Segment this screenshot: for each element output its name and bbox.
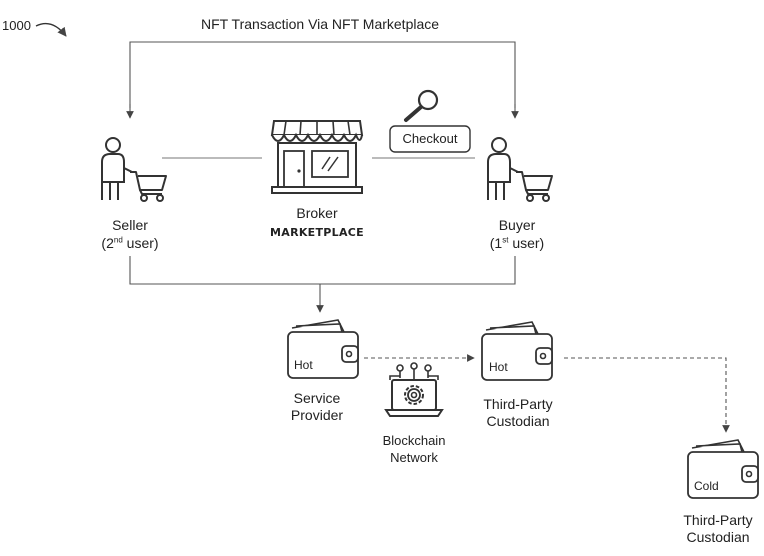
diagram-title: NFT Transaction Via NFT Marketplace: [200, 16, 440, 32]
storefront-icon: [270, 120, 364, 194]
checkout-button: [389, 125, 471, 153]
checkout-label: Checkout: [402, 131, 458, 146]
buyer-person-cart-icon: [487, 137, 553, 202]
seller-label: Seller: [112, 217, 148, 233]
custodian-cold-name-line2: Custodian: [686, 529, 750, 545]
broker-label: Broker: [296, 205, 338, 221]
laptop-gear-icon: [384, 362, 444, 417]
figure-number-arrow: [35, 22, 67, 37]
service-provider-name-line1: Service: [293, 390, 341, 406]
marketplace-label: MARKETPLACE: [270, 226, 364, 239]
figure-number: 1000: [2, 18, 31, 33]
custodian-cold-wallet-label: Cold: [694, 479, 719, 493]
custodian-hot-name-line2: Custodian: [486, 413, 550, 429]
buyer-role: (1st user): [489, 235, 545, 251]
blockchain-name-line1: Blockchain: [382, 433, 446, 448]
magnifying-glass-icon: [404, 89, 439, 122]
seller-role: (2nd user): [101, 235, 159, 251]
buyer-label: Buyer: [498, 217, 536, 233]
top-bracket-line: [129, 41, 516, 108]
blockchain-name-line2: Network: [390, 450, 438, 465]
lower-bracket-line: [129, 256, 516, 285]
service-provider-wallet-label: Hot: [294, 358, 313, 372]
seller-person-cart-icon: [101, 137, 167, 202]
hot-to-cold-transfer-arrow: [564, 357, 730, 433]
service-provider-name-line2: Provider: [290, 407, 344, 423]
custodian-hot-wallet-label: Hot: [489, 360, 508, 374]
custodian-cold-name-line1: Third-Party: [683, 512, 753, 528]
custodian-hot-name-line1: Third-Party: [483, 396, 553, 412]
